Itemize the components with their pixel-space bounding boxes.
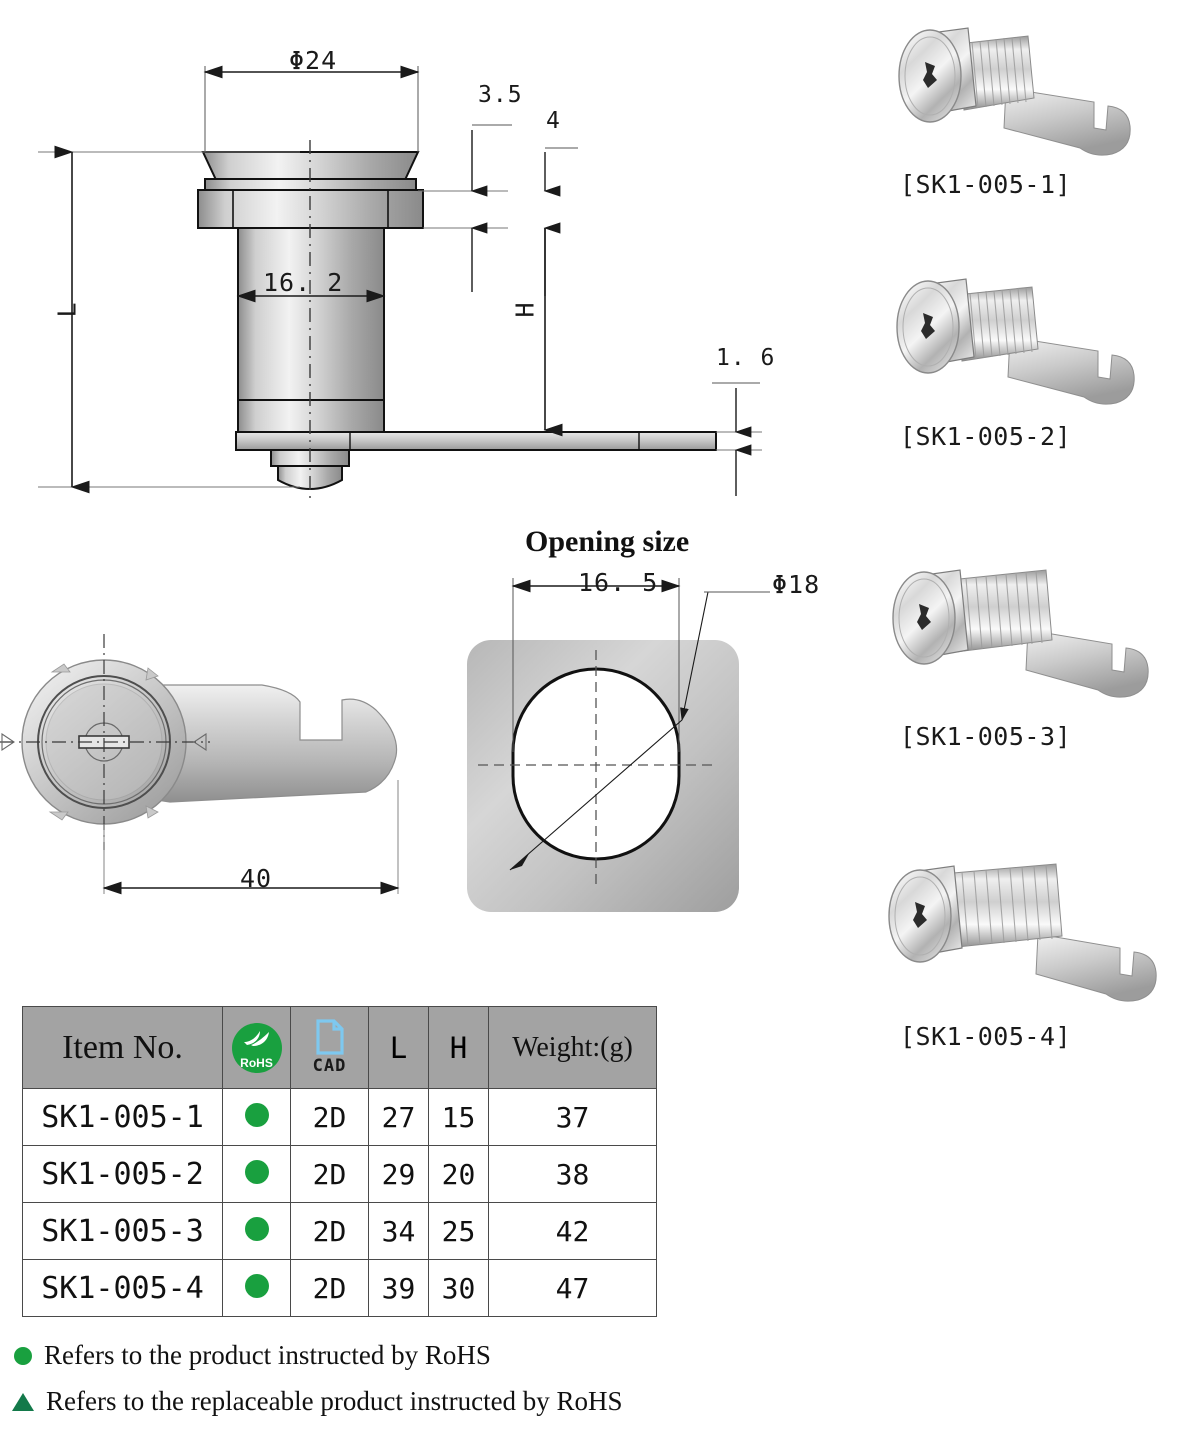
cell-l: 39 <box>368 1259 429 1317</box>
dim-height-H: H <box>510 301 540 318</box>
cell-h: 20 <box>428 1145 489 1203</box>
rohs-dot-icon <box>244 1159 269 1184</box>
cell-cad[interactable]: 2D <box>290 1145 369 1203</box>
opening-size-title: Opening size <box>525 525 690 558</box>
cell-cad[interactable]: 2D <box>290 1202 369 1260</box>
cam-side-view-drawing <box>0 634 400 895</box>
dim-diameter-24: Φ24 <box>289 46 338 75</box>
cad-label: CAD <box>312 1056 347 1076</box>
cell-l: 27 <box>368 1088 429 1146</box>
dim-length-L: L <box>52 301 82 318</box>
cell-cad[interactable]: 2D <box>290 1259 369 1317</box>
photo-label-1: [SK1-005-1] <box>900 170 1072 199</box>
cell-weight: 38 <box>488 1145 657 1203</box>
dim-cam-reach-40: 40 <box>240 864 273 893</box>
table-row: SK1-005-4 2D 39 30 47 <box>22 1259 657 1317</box>
cell-l: 29 <box>368 1145 429 1203</box>
header-rohs: RoHS <box>222 1006 291 1089</box>
cell-rohs <box>222 1259 291 1317</box>
dim-opening-diameter-18: Φ18 <box>772 570 821 599</box>
product-photo-sk1-005-1 <box>898 27 1131 156</box>
specification-table: Item No. RoHS CAD <box>22 1006 657 1317</box>
header-l: L <box>368 1006 429 1089</box>
rohs-icon: RoHS <box>231 1022 282 1073</box>
cell-rohs <box>222 1088 291 1146</box>
cell-item-no: SK1-005-4 <box>22 1259 223 1317</box>
legend-dot-icon <box>14 1346 32 1365</box>
dim-nut-4: 4 <box>546 108 561 134</box>
header-cad: CAD <box>290 1006 369 1089</box>
rohs-dot-icon <box>244 1216 269 1241</box>
cell-item-no: SK1-005-2 <box>22 1145 223 1203</box>
dim-flange-3-5: 3.5 <box>478 82 523 108</box>
cell-h: 25 <box>428 1202 489 1260</box>
legend-triangle-text: Refers to the replaceable product instru… <box>46 1386 623 1416</box>
cell-cad[interactable]: 2D <box>290 1088 369 1146</box>
cell-h: 15 <box>428 1088 489 1146</box>
legend-rohs-triangle: Refers to the replaceable product instru… <box>12 1386 623 1417</box>
header-weight: Weight:(g) <box>488 1006 657 1089</box>
cell-weight: 42 <box>488 1202 657 1260</box>
cell-l: 34 <box>368 1202 429 1260</box>
product-photo-sk1-005-2 <box>896 278 1135 405</box>
product-photo-sk1-005-3 <box>892 569 1149 698</box>
leaf-icon <box>243 1030 269 1046</box>
dim-cam-thickness-1-6: 1. 6 <box>716 345 776 371</box>
cad-file-icon <box>315 1019 344 1055</box>
opening-size-diagram <box>467 578 770 912</box>
rohs-dot-icon <box>244 1273 269 1298</box>
cell-h: 30 <box>428 1259 489 1317</box>
dim-opening-width-16-5: 16. 5 <box>578 568 659 597</box>
cell-item-no: SK1-005-1 <box>22 1088 223 1146</box>
photo-label-3: [SK1-005-3] <box>900 722 1072 751</box>
rohs-label: RoHS <box>240 1055 273 1070</box>
legend-rohs-dot: Refers to the product instructed by RoHS <box>14 1340 491 1371</box>
cell-rohs <box>222 1202 291 1260</box>
legend-triangle-icon <box>12 1392 34 1411</box>
table-row: SK1-005-1 2D 27 15 37 <box>22 1088 657 1146</box>
cell-weight: 47 <box>488 1259 657 1317</box>
cell-weight: 37 <box>488 1088 657 1146</box>
header-h: H <box>428 1006 489 1089</box>
table-row: SK1-005-2 2D 29 20 38 <box>22 1145 657 1203</box>
legend-dot-text: Refers to the product instructed by RoHS <box>44 1340 491 1370</box>
front-elevation-drawing <box>38 65 762 500</box>
table-header-row: Item No. RoHS CAD <box>22 1006 657 1089</box>
rohs-dot-icon <box>244 1102 269 1127</box>
cell-item-no: SK1-005-3 <box>22 1202 223 1260</box>
cell-rohs <box>222 1145 291 1203</box>
dim-barrel-16-2: 16. 2 <box>263 268 344 297</box>
photo-label-4: [SK1-005-4] <box>900 1022 1072 1051</box>
product-photo-sk1-005-4 <box>888 863 1157 1002</box>
photo-label-2: [SK1-005-2] <box>900 422 1072 451</box>
table-row: SK1-005-3 2D 34 25 42 <box>22 1202 657 1260</box>
header-item-no: Item No. <box>22 1006 223 1089</box>
